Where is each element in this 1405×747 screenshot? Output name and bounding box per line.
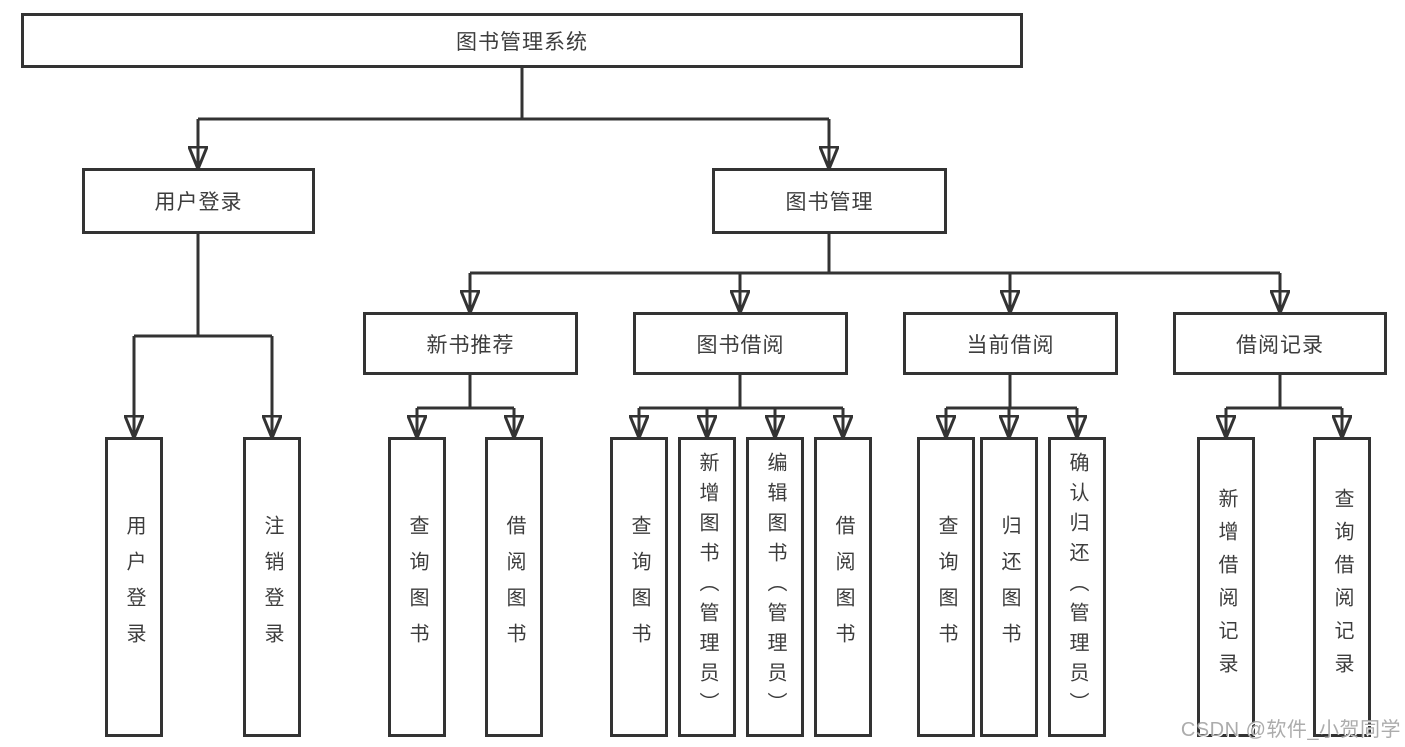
leaf-borrow-books: 借阅图书 (814, 437, 872, 737)
node-book-management: 图书管理 (712, 168, 947, 234)
leaf-query-books-recommend: 查询图书 (388, 437, 446, 737)
leaf-query-books-current: 查询图书 (917, 437, 975, 737)
leaf-logout: 注销登录 (243, 437, 301, 737)
leaf-borrow-books-recommend: 借阅图书 (485, 437, 543, 737)
node-current-borrowing: 当前借阅 (903, 312, 1118, 375)
leaf-add-books-admin: 新增图书（管理员） (678, 437, 736, 737)
leaf-return-books: 归还图书 (980, 437, 1038, 737)
node-borrowing-records: 借阅记录 (1173, 312, 1387, 375)
leaf-edit-books-admin: 编辑图书（管理员） (746, 437, 804, 737)
watermark: CSDN @软件_小贺同学 (1180, 719, 1401, 741)
leaf-add-borrow-record: 新增借阅记录 (1197, 437, 1255, 737)
node-user-login: 用户登录 (82, 168, 315, 234)
node-library-management-system: 图书管理系统 (21, 13, 1023, 68)
leaf-user-login: 用户登录 (105, 437, 163, 737)
node-book-borrowing: 图书借阅 (633, 312, 848, 375)
node-new-book-recommendation: 新书推荐 (363, 312, 578, 375)
leaf-query-borrow-record: 查询借阅记录 (1313, 437, 1371, 737)
connector-segments (134, 68, 1342, 410)
leaf-confirm-return-admin: 确认归还（管理员） (1048, 437, 1106, 737)
leaf-query-books-borrow: 查询图书 (610, 437, 668, 737)
